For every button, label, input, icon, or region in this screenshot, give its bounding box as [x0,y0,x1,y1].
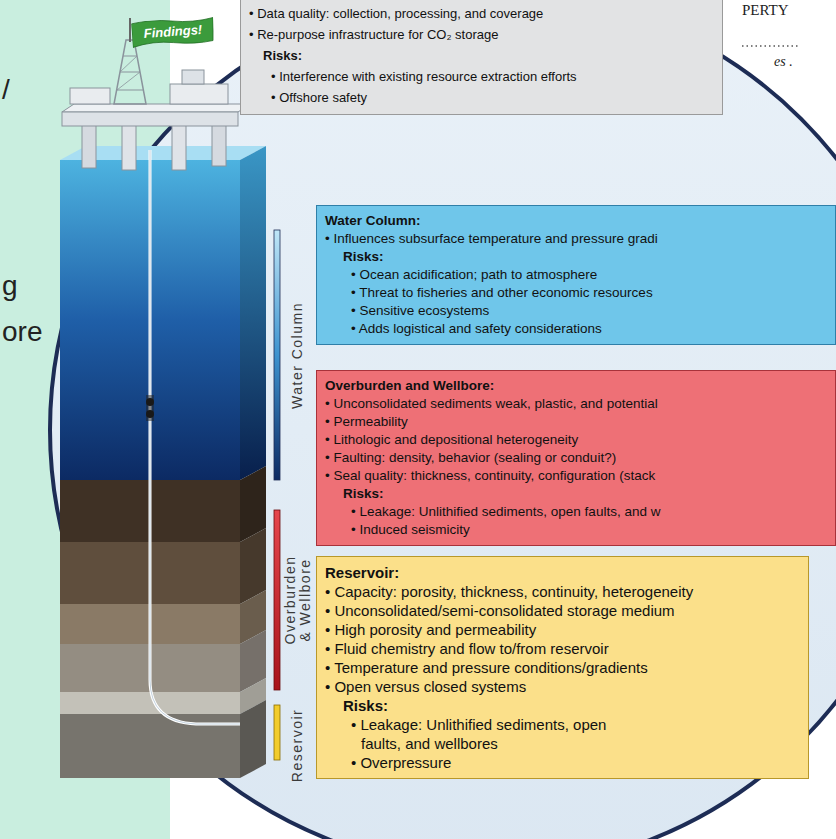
bullet-item: • Overpressure [325,753,800,772]
risks-heading: Risks: [325,696,800,715]
bullet-item: • Lithologic and depositional heterogene… [325,431,827,449]
document-fragment: es . [774,54,793,70]
box-heading: Reservoir: [325,563,800,582]
bullet-item: • Interference with existing resource ex… [249,66,714,87]
risks-heading: Risks: [325,248,827,266]
box-heading: Water Column: [325,212,827,230]
bullet-item: • Ocean acidification; path to atmospher… [325,266,827,284]
slide-fragment: / [2,74,10,106]
slide-fragment: ore [2,316,42,348]
bullet-item: • Temperature and pressure conditions/gr… [325,658,800,677]
bullet-item: • Leakage: Unlithified sediments, open f… [325,715,623,753]
bullet-item: • Unconsolidated/semi-consolidated stora… [325,601,800,620]
bullet-item: • Re-purpose infrastructure for CO₂ stor… [249,24,714,45]
risks-heading: Risks: [325,485,827,503]
infrastructure-box: • Data quality: collection, processing, … [240,0,723,115]
bullet-item: • Offshore safety [249,87,714,108]
risks-heading: Risks: [249,45,714,66]
bullet-item: • Induced seismicity [325,521,827,539]
bullet-item: • Leakage: Unlithified sediments, open f… [325,503,827,521]
document-fragment: PERTY [742,2,789,19]
bullet-item: • Unconsolidated sediments weak, plastic… [325,395,827,413]
bullet-item: • Adds logistical and safety considerati… [325,320,827,338]
bullet-item: • Faulting: density, behavior (sealing o… [325,449,827,467]
bullet-item: • Seal quality: thickness, continuity, c… [325,467,827,485]
bullet-item: • Data quality: collection, processing, … [249,3,714,24]
bullet-item: • Fluid chemistry and flow to/from reser… [325,639,800,658]
water-column-box: Water Column:• Influences subsurface tem… [316,205,836,345]
bullet-item: • Permeability [325,413,827,431]
zone-label: Overburden & Wellbore [283,550,313,650]
bullet-item: • High porosity and permeability [325,620,800,639]
zone-label: Reservoir [290,695,305,795]
reservoir-box: Reservoir:• Capacity: porosity, thicknes… [316,556,809,779]
box-heading: Overburden and Wellbore: [325,377,827,395]
bullet-item: • Open versus closed systems [325,677,800,696]
bullet-item: • Threat to fisheries and other economic… [325,284,827,302]
zone-label: Water Column [290,285,305,425]
findings-flag: Findings! [131,16,215,49]
bullet-item: • Sensitive ecosystems [325,302,827,320]
bullet-item: • Influences subsurface temperature and … [325,230,827,248]
slide-fragment: g [2,270,18,302]
bullet-item: • Capacity: porosity, thickness, continu… [325,582,800,601]
overburden-box: Overburden and Wellbore:• Unconsolidated… [316,370,836,546]
